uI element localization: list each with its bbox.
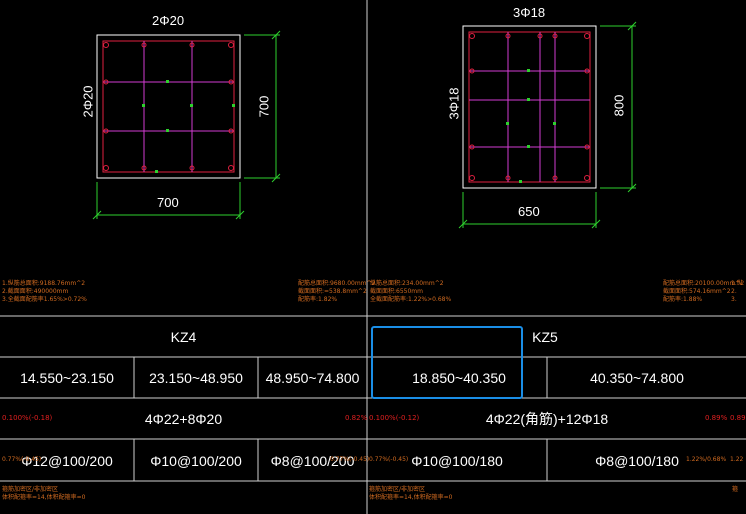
- elevation-cell[interactable]: 48.950~74.800: [265, 370, 360, 386]
- elevation-cell-selected[interactable]: 18.850~40.350: [412, 370, 506, 386]
- stirrup-cell[interactable]: Φ10@100/180: [411, 452, 503, 469]
- main-bars-kz5[interactable]: 4Φ22(角筋)+12Φ18: [485, 411, 609, 427]
- stirrup-cell[interactable]: Φ12@100/200: [21, 452, 113, 469]
- ratio-annotation: 0.89%: [730, 414, 746, 422]
- stirrup-ratio: 0.77%(-0.45): [369, 456, 409, 463]
- kz5-top-bars-label: 3Φ18: [513, 5, 546, 20]
- ratio-annotation: 0.100%(-0.12): [369, 414, 420, 422]
- ratio-annotation: 0.100%(-0.18): [2, 414, 53, 422]
- ratio-annotation: 0.89%: [705, 414, 728, 422]
- main-bars-kz4[interactable]: 4Φ22+8Φ20: [144, 411, 223, 427]
- kz5-side-bars-label: 3Φ18: [446, 87, 462, 120]
- stirrup-cell[interactable]: Φ8@100/180: [595, 452, 679, 469]
- stirrup-cell[interactable]: Φ10@100/200: [150, 452, 242, 469]
- ratio-annotation: 0.82%: [345, 414, 368, 422]
- note-bottom-edge: 箍: [732, 486, 739, 493]
- stirrup-ratio: 0.77%(-0.45): [2, 456, 42, 463]
- stirrup-ratio: 0.77%(-0.45): [330, 456, 370, 463]
- kz4-side-bars-label: 2Φ20: [80, 85, 96, 118]
- kz5-section: [458, 21, 637, 229]
- note-bottom-mid: 箍筋加密区/非加密区体积配箍率=14,体积配箍率=0: [369, 486, 453, 501]
- kz5-height-dim: 800: [611, 94, 627, 117]
- elevation-cell[interactable]: 40.350~74.800: [590, 370, 684, 386]
- selection-highlight: [371, 326, 523, 399]
- header-kz5: KZ5: [532, 329, 558, 345]
- kz4-width-dim: 700: [157, 195, 179, 210]
- note-bottom-left: 箍筋加密区/非加密区体积配箍率=14,体积配箍率=0: [2, 486, 86, 501]
- kz4-top-bars-label: 2Φ20: [152, 13, 185, 28]
- kz4-height-dim: 700: [256, 95, 272, 118]
- elevation-cell[interactable]: 14.550~23.150: [20, 370, 114, 386]
- kz5-width-dim: 650: [518, 204, 540, 219]
- elevation-cell[interactable]: 23.150~48.950: [149, 370, 243, 386]
- kz4-section: [92, 30, 281, 220]
- stirrup-ratio: 1.22: [730, 456, 744, 463]
- header-kz4: KZ4: [170, 329, 197, 345]
- stirrup-ratio: 1.22%/0.68%: [686, 456, 727, 463]
- stirrup-cell[interactable]: Φ8@100/200: [270, 452, 355, 469]
